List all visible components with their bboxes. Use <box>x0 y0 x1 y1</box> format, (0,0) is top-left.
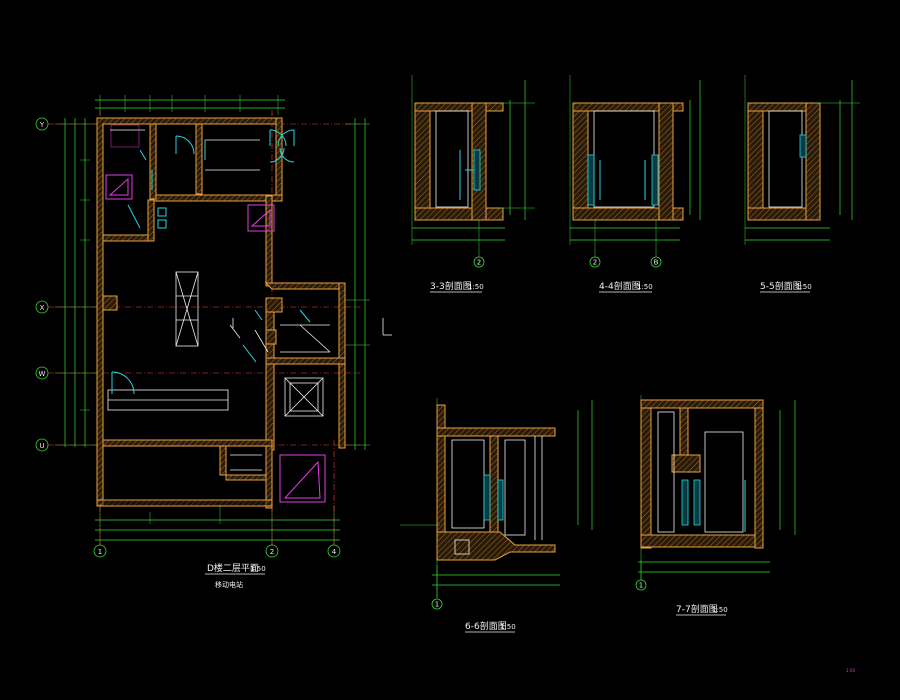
section-6-6: 1 6-6剖面图 1:50 <box>400 398 593 633</box>
plan-fixtures <box>105 124 326 503</box>
grid-row-W: W <box>39 370 46 378</box>
section-4-4: 2 B 4-4剖面图 1:50 <box>569 75 701 293</box>
s77-scale: 1:50 <box>712 606 728 614</box>
s77-axis-1: 1 <box>639 582 643 590</box>
s55-title: 5-5剖面图 <box>760 280 802 292</box>
s44-scale: 1:50 <box>637 283 653 291</box>
corner-scale-mark: 1:50 <box>846 668 855 673</box>
plan-grid-col-bubbles: 1 2 4 <box>93 544 341 558</box>
section-cut-markers <box>232 318 392 336</box>
section-5-5: 5-5剖面图 1:50 <box>744 75 860 293</box>
plan-top-dimensions <box>95 95 285 115</box>
plan-scale: 1:50 <box>250 565 266 573</box>
s55-scale: 1:50 <box>796 283 812 291</box>
plan-title: D楼二层平面 <box>207 562 259 574</box>
plan-grid-row-bubbles: Y X W U <box>35 117 49 452</box>
plan-walls <box>96 117 346 509</box>
floor-plan: Y X W U 1 2 4 D楼二层平面 1:50 移动电 <box>35 95 392 589</box>
s44-axis-B: B <box>654 259 659 267</box>
s77-title: 7-7剖面图 <box>676 603 718 615</box>
plan-right-dimensions <box>345 118 370 450</box>
s44-title: 4-4剖面图 <box>599 280 641 292</box>
s44-axis-2: 2 <box>593 259 597 267</box>
section-7-7: 1 7-7剖面图 1:50 <box>635 395 796 616</box>
s33-scale: 1:50 <box>468 283 484 291</box>
s66-title: 6-6剖面图 <box>465 620 507 632</box>
plan-doors <box>111 129 311 395</box>
grid-col-4: 4 <box>332 548 337 556</box>
grid-col-1: 1 <box>98 548 102 556</box>
plan-grid-axes <box>48 110 360 545</box>
plan-interior-lines <box>107 129 331 471</box>
grid-row-U: U <box>39 442 44 450</box>
plan-subtitle: 移动电站 <box>215 580 243 589</box>
s66-axis-1: 1 <box>435 601 439 609</box>
s33-axis-2: 2 <box>477 259 481 267</box>
plan-title-block: D楼二层平面 1:50 移动电站 <box>205 562 266 589</box>
grid-col-2: 2 <box>270 548 274 556</box>
section-3-3: 2 3-3剖面图 1:50 <box>411 75 535 293</box>
plan-left-dimensions <box>55 118 100 447</box>
grid-row-Y: Y <box>39 121 45 129</box>
s66-scale: 1:50 <box>500 623 516 631</box>
plan-bottom-dimensions <box>95 505 340 545</box>
s33-title: 3-3剖面图 <box>430 280 472 292</box>
grid-row-X: X <box>40 304 45 312</box>
